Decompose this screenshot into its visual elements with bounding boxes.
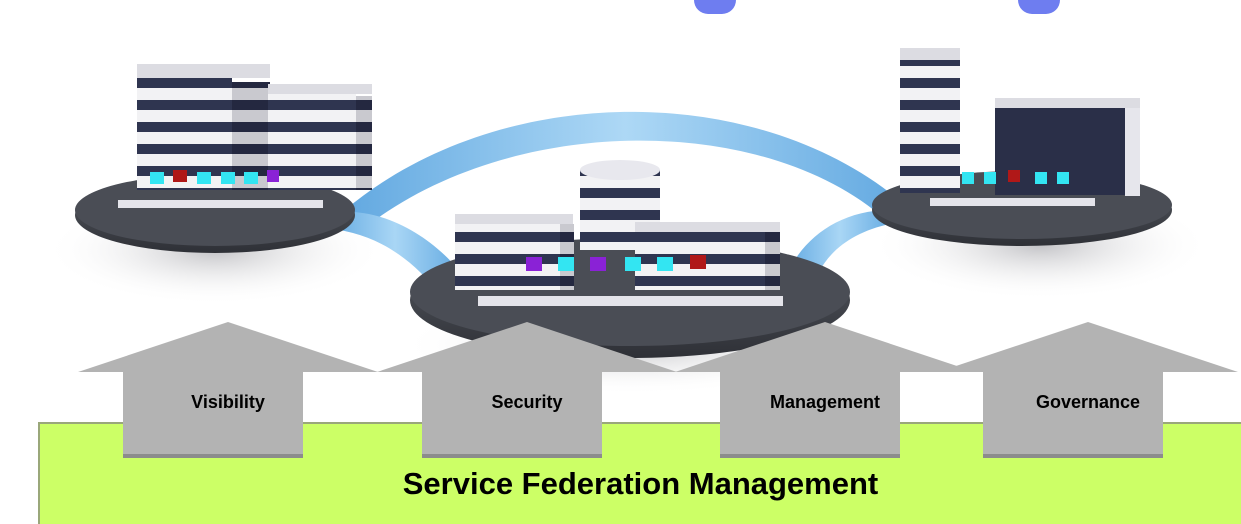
center-network-bus (478, 296, 783, 306)
left-building-low (268, 92, 356, 190)
right-building-tall (900, 58, 960, 193)
right-nodes (962, 170, 1069, 184)
pillar-label: Management (769, 392, 881, 412)
pillar-label: Visibility (191, 392, 265, 412)
band-title: Service Federation Management (402, 466, 879, 501)
pillar-label: Governance (1035, 392, 1141, 412)
link-left-right (345, 111, 905, 220)
left-network-bus (118, 200, 323, 208)
top-decoration-left (694, 0, 736, 14)
center-block-left (455, 222, 560, 290)
pillar-management: Management (675, 322, 975, 462)
center-nodes (526, 255, 706, 271)
pillar-governance: Governance (938, 322, 1238, 462)
pillar-label: Security (491, 392, 563, 412)
left-nodes (150, 170, 279, 184)
pillar-security: Security (377, 322, 677, 462)
pillar-visibility: Visibility (78, 322, 378, 462)
top-decoration-right (1018, 0, 1060, 14)
right-network-bus (930, 198, 1095, 206)
